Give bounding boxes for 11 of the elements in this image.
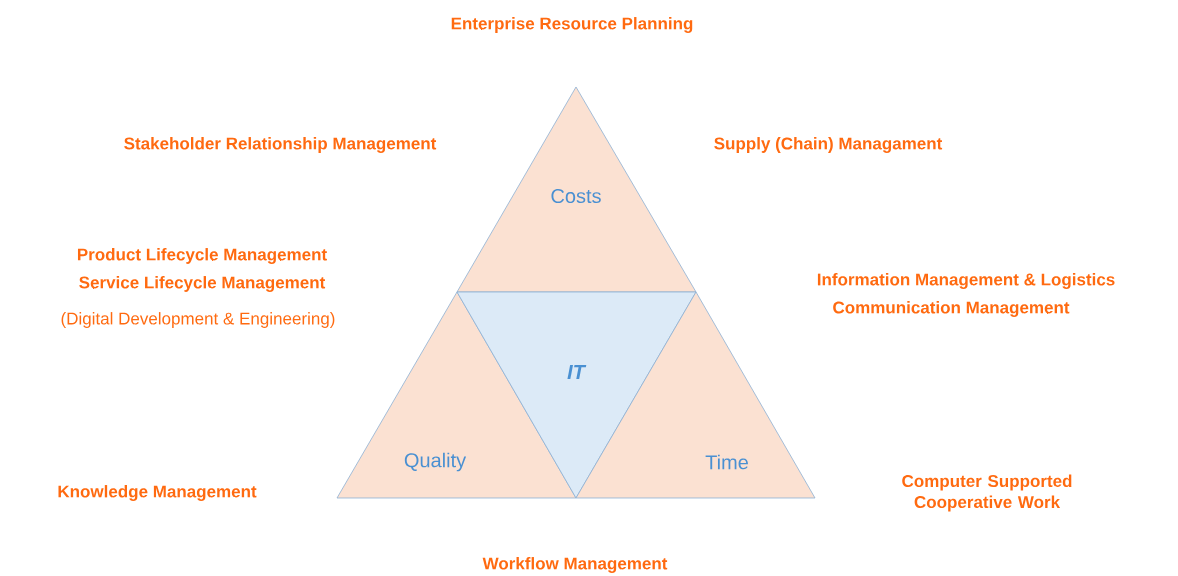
- side-label: Service Lifecycle Management: [79, 276, 326, 292]
- triangle: Costs: [456, 86, 697, 293]
- side-label: Enterprise Resource Planning: [451, 17, 693, 33]
- side-label: Product Lifecycle Management: [78, 248, 327, 264]
- side-label: Supply (Chain) Managament: [714, 137, 943, 153]
- side-label: Stakeholder Relationship Management: [124, 137, 437, 153]
- side-label: Workflow Management: [482, 557, 668, 573]
- side-label: Communication Management: [833, 301, 1070, 317]
- side-label: Computer Supported Cooperative Work: [902, 474, 1072, 512]
- side-label: Knowledge Management: [58, 485, 257, 501]
- side-label: Information Management & Logistics: [817, 273, 1115, 289]
